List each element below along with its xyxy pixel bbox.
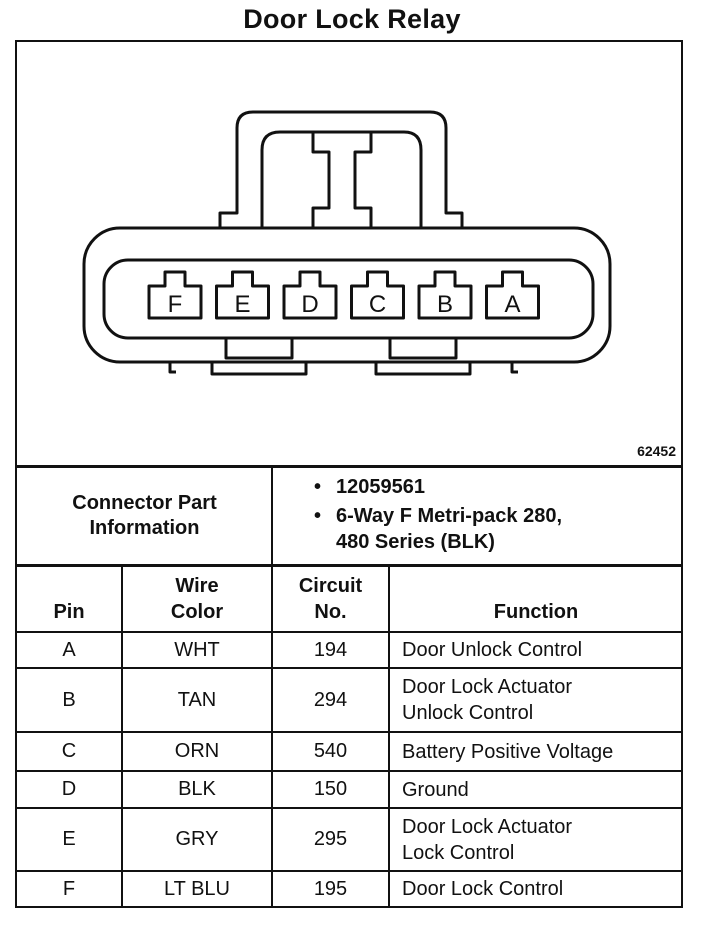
- table-row-pin: C: [61, 740, 77, 762]
- table-row-color: ORN: [174, 740, 220, 762]
- table-row-pin: E: [62, 828, 76, 850]
- latch-housing: [218, 110, 464, 228]
- divider-row-a: [15, 667, 683, 669]
- divider-header: [15, 631, 683, 633]
- divider-info-column: [271, 466, 273, 565]
- table-row-function: Battery Positive Voltage: [402, 740, 614, 763]
- table-row-color: LT BLU: [164, 877, 230, 900]
- pin-terminal-b: [417, 270, 473, 320]
- foot-right: [510, 362, 518, 374]
- table-row-circuit: 195: [313, 877, 348, 900]
- table-row-color: BLK: [178, 778, 216, 800]
- pin-label-c: C: [369, 291, 386, 318]
- divider-col-circuit: [388, 565, 390, 908]
- divider-diagram: [15, 465, 683, 468]
- table-row-color: GRY: [175, 828, 219, 850]
- pin-label-f: F: [168, 291, 183, 318]
- bullet-icon: •: [314, 476, 322, 498]
- part-number: 12059561: [336, 476, 425, 498]
- table-row-pin: B: [62, 688, 76, 711]
- bottom-key-left-inner: [224, 338, 294, 360]
- latch-beam: [311, 132, 373, 228]
- foot-left: [168, 362, 176, 374]
- divider-col-pin: [121, 565, 123, 908]
- connector-type-line1: 6-Way F Metri-pack 280,: [336, 505, 563, 527]
- header-pin: Pin: [53, 601, 85, 623]
- pin-label-e: E: [234, 291, 250, 318]
- pin-label-d: D: [301, 291, 318, 318]
- diagram-title: Door Lock Relay: [243, 4, 461, 34]
- connector-body: [82, 226, 612, 364]
- figure-number: 62452: [637, 443, 676, 459]
- header-function: Function: [493, 601, 579, 623]
- table-row-pin: D: [61, 778, 77, 800]
- bottom-key-right: [374, 362, 472, 376]
- table-row-function: Door Unlock Control: [402, 639, 583, 661]
- connector-info-label: Connector Part Information: [17, 467, 272, 564]
- connector-info-list: • 12059561 • 6-Way F Metri-pack 280, 480…: [314, 474, 674, 558]
- latch-frame: [260, 130, 423, 228]
- table-row-pin: A: [62, 638, 76, 661]
- connector-info-item: • 12059561: [314, 474, 674, 500]
- pin-terminal-f: [147, 270, 203, 320]
- table-row-function: Ground: [402, 778, 469, 801]
- connector-type-line2: 480 Series (BLK): [336, 531, 495, 553]
- table-row-color: TAN: [177, 688, 217, 711]
- table-row-circuit: 194: [313, 638, 348, 661]
- table-row-color: WHT: [174, 638, 220, 661]
- divider-col-color: [271, 565, 273, 908]
- divider-info: [15, 564, 683, 567]
- table-row-circuit: 150: [313, 778, 348, 800]
- connector-info-item: • 6-Way F Metri-pack 280, 480 Series (BL…: [314, 503, 674, 555]
- table-row-function: Door Lock Control: [402, 878, 564, 900]
- diagram-frame: [15, 40, 683, 908]
- pin-label-a: A: [504, 291, 520, 318]
- divider-row-c: [15, 770, 683, 772]
- pin-terminal-a: [485, 270, 540, 320]
- table-row-pin: F: [62, 877, 76, 900]
- bottom-key-left: [210, 362, 308, 376]
- connector-cavity: [102, 258, 595, 340]
- pin-terminal-c: [350, 270, 405, 320]
- connector-info-label-line1: Connector Part: [72, 491, 217, 514]
- pin-label-b: B: [437, 291, 453, 318]
- bullet-icon: •: [314, 505, 322, 527]
- divider-row-d: [15, 807, 683, 809]
- table-row-circuit: 295: [313, 828, 348, 850]
- bottom-key-right-inner: [388, 338, 458, 360]
- divider-row-e: [15, 870, 683, 872]
- pin-terminal-e: [215, 270, 270, 320]
- table-row-circuit: 294: [313, 688, 348, 711]
- connector-info-label-line2: Information: [89, 516, 200, 539]
- divider-row-b: [15, 731, 683, 733]
- pin-terminal-d: [282, 270, 338, 320]
- table-row-circuit: 540: [313, 740, 348, 762]
